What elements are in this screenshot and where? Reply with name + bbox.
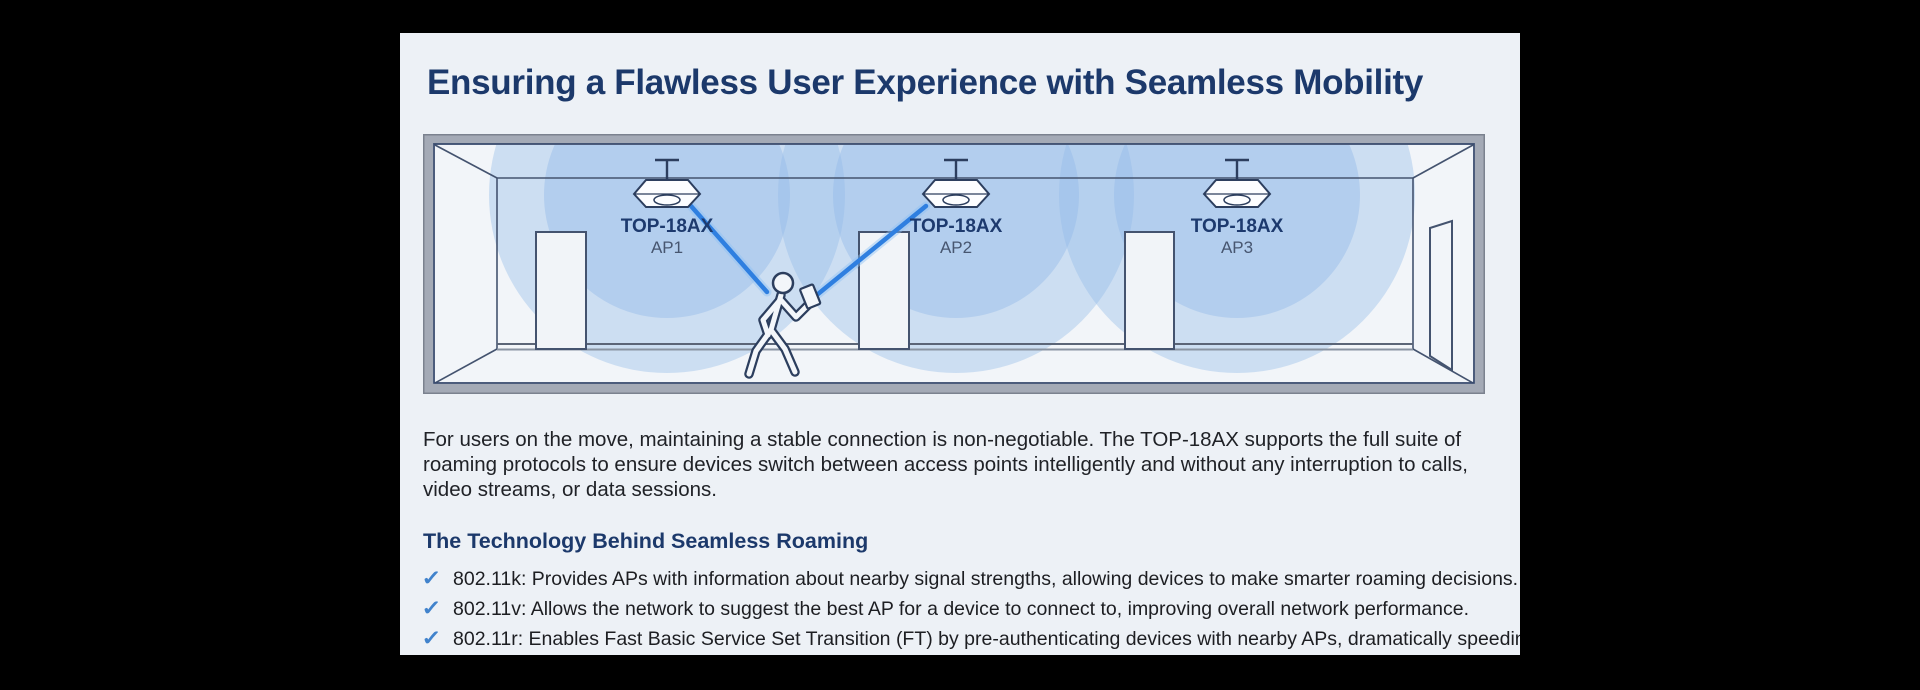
ap-name-label: AP2 [940,238,972,257]
content-panel: Ensuring a Flawless User Experience with… [400,33,1520,655]
bullet-text: 802.11v: Allows the network to suggest t… [453,598,1469,620]
ap-model-label: TOP-18AX [621,216,714,237]
room-frame [423,134,1485,394]
coverage-areas [489,145,1415,373]
intro-paragraph: For users on the move, maintaining a sta… [423,428,1468,501]
signal-beam [815,203,929,297]
coverage-circle-inner [1114,145,1360,318]
roaming-protocol-list: ✓ 802.11k: Provides APs with information… [421,564,1520,654]
door [535,231,587,350]
check-icon: ✓ [421,597,442,620]
walking-person-icon [744,271,822,379]
bullet-text: 802.11k: Provides APs with information a… [453,568,1519,590]
list-item: ✓ 802.11k: Provides APs with information… [421,564,1519,594]
ap-model-label: TOP-18AX [1191,216,1284,237]
door [1124,231,1175,350]
page-title: Ensuring a Flawless User Experience with… [427,63,1424,102]
access-point-icon: TOP-18AX AP2 [910,158,1003,257]
bullet-text: 802.11r: Enables Fast Basic Service Set … [453,628,1520,650]
check-icon: ✓ [421,627,442,650]
ap-name-label: AP3 [1221,238,1253,257]
floor-lines [497,343,1413,351]
access-point-icon: TOP-18AX AP1 [621,158,714,257]
list-item: ✓ 802.11r: Enables Fast Basic Service Se… [421,624,1520,654]
roaming-diagram: TOP-18AX AP1 TOP-18AX AP2 TOP-18AX AP3 [423,134,1485,394]
section-heading: The Technology Behind Seamless Roaming [423,529,869,553]
person-head [771,271,795,295]
ap-name-label: AP1 [651,238,683,257]
mobile-device-icon [799,283,822,310]
coverage-circle-inner [544,145,790,318]
list-item: ✓ 802.11v: Allows the network to suggest… [421,594,1518,624]
access-point-icon: TOP-18AX AP3 [1191,158,1284,257]
door-right-wall [1429,219,1453,372]
signal-beams [686,201,931,299]
check-icon: ✓ [421,567,442,590]
signal-beam [688,203,770,295]
ap-model-label: TOP-18AX [910,216,1003,237]
